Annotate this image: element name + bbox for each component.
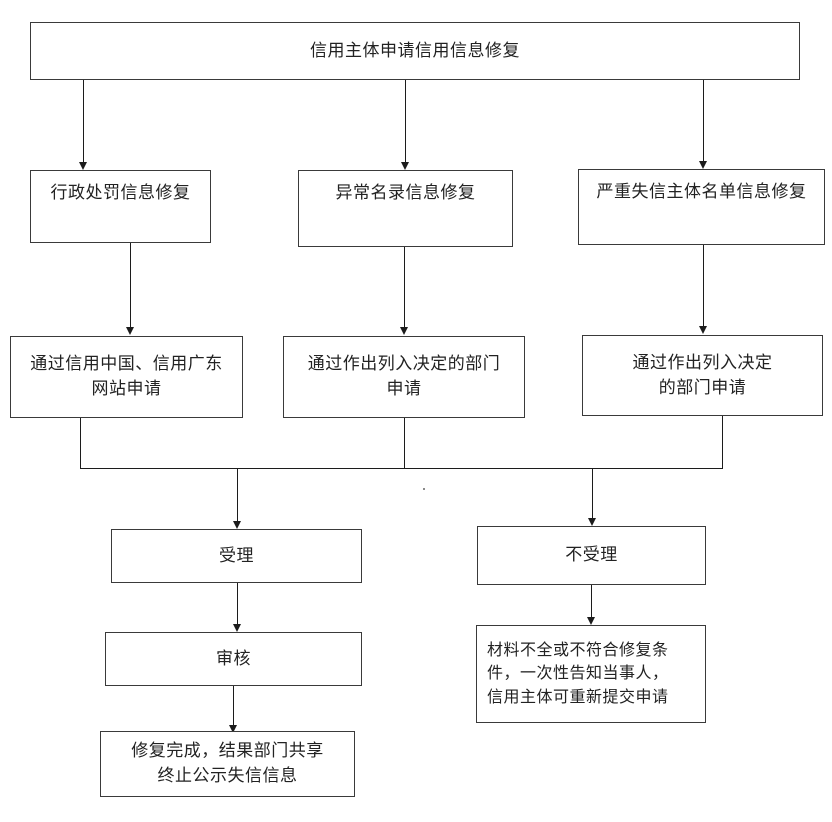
arrowhead-root-to-serious-dishonest xyxy=(699,161,707,169)
connector-accept-to-review xyxy=(237,583,238,625)
node-root[interactable]: 信用主体申请信用信息修复 xyxy=(30,22,800,80)
node-channel-dept-mid-label: 通过作出列入决定的部门 申请 xyxy=(307,354,501,398)
connector-admin-penalty-to-website xyxy=(130,243,131,328)
arrowhead-abnormal-list-to-dept-mid xyxy=(400,327,408,335)
arrowhead-accept-to-review xyxy=(233,624,241,632)
node-root-label: 信用主体申请信用信息修复 xyxy=(310,40,520,60)
node-channel-dept-right-label: 通过作出列入决定 的部门申请 xyxy=(632,352,773,397)
node-channel-website[interactable]: 通过信用中国、信用广东 网站申请 xyxy=(10,336,243,418)
node-reject-detail-label: 材料不全或不符合修复条 件，一次性告知当事人， 信用主体可重新提交申请 xyxy=(487,642,669,706)
node-reject[interactable]: 不受理 xyxy=(477,526,706,585)
connector-serious-dishonest-to-dept-right xyxy=(703,245,704,327)
arrowhead-root-to-abnormal-list xyxy=(401,162,409,170)
node-complete-label: 修复完成，结果部门共享 终止公示失信信息 xyxy=(131,741,324,785)
arrowhead-bus-to-accept xyxy=(233,521,241,529)
node-channel-dept-right[interactable]: 通过作出列入决定 的部门申请 xyxy=(582,335,823,416)
node-reject-detail[interactable]: 材料不全或不符合修复条 件，一次性告知当事人， 信用主体可重新提交申请 xyxy=(476,625,706,723)
connector-root-to-serious-dishonest xyxy=(703,80,704,162)
connector-reject-to-reject-detail xyxy=(591,585,592,618)
arrowhead-bus-to-reject xyxy=(588,518,596,526)
node-channel-dept-mid[interactable]: 通过作出列入决定的部门 申请 xyxy=(283,336,525,418)
node-type-serious-dishonest-label: 严重失信主体名单信息修复 xyxy=(596,182,807,201)
node-accept[interactable]: 受理 xyxy=(111,529,362,583)
arrowhead-serious-dishonest-to-dept-right xyxy=(699,326,707,334)
node-accept-label: 受理 xyxy=(219,545,254,565)
connector-root-to-abnormal-list xyxy=(405,80,406,163)
connector-bus-to-accept xyxy=(237,468,238,522)
arrowhead-admin-penalty-to-website xyxy=(126,327,134,335)
arrowhead-root-to-admin-penalty xyxy=(79,162,87,170)
node-type-abnormal-list[interactable]: 异常名录信息修复 xyxy=(298,170,513,247)
node-type-abnormal-list-label: 异常名录信息修复 xyxy=(335,183,476,202)
node-review[interactable]: 审核 xyxy=(105,632,362,686)
connector-root-to-admin-penalty xyxy=(83,80,84,163)
node-complete[interactable]: 修复完成，结果部门共享 终止公示失信信息 xyxy=(100,731,355,797)
scan-speck xyxy=(423,488,425,490)
node-reject-label: 不受理 xyxy=(565,545,618,565)
connector-dept-mid-drop xyxy=(404,418,405,469)
connector-review-to-complete xyxy=(233,686,234,726)
node-type-admin-penalty[interactable]: 行政处罚信息修复 xyxy=(30,170,211,243)
arrowhead-review-to-complete xyxy=(229,725,237,733)
node-type-admin-penalty-label: 行政处罚信息修复 xyxy=(50,183,191,202)
node-review-label: 审核 xyxy=(216,648,251,668)
arrowhead-reject-to-reject-detail xyxy=(587,617,595,625)
connector-channels-merge-bus xyxy=(80,468,723,469)
node-type-serious-dishonest[interactable]: 严重失信主体名单信息修复 xyxy=(578,169,825,245)
connector-dept-right-drop xyxy=(722,416,723,469)
connector-bus-to-reject xyxy=(592,468,593,519)
connector-abnormal-list-to-dept-mid xyxy=(404,247,405,328)
node-channel-website-label: 通过信用中国、信用广东 网站申请 xyxy=(30,354,223,398)
connector-website-drop xyxy=(80,418,81,469)
